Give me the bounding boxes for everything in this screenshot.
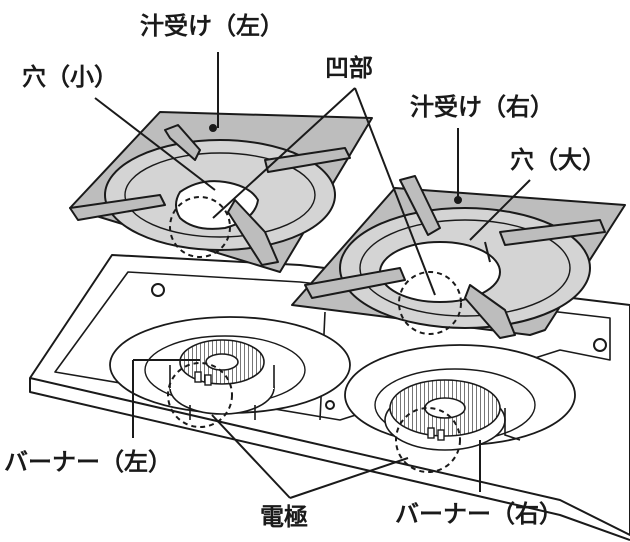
leader-lines [94,52,531,499]
leader-recess-a [212,87,356,219]
drip-tray-right [291,175,626,339]
drip-tray-left [69,111,373,273]
label-hole-small: 穴（小） [22,63,118,91]
label-burner-right: バーナー（右） [395,500,563,528]
dashed-highlights [167,196,462,473]
electrode-right-circle [395,407,461,473]
leader-electrode-b [289,457,409,499]
recess-right-circle [398,271,462,335]
recess-left-circle [169,196,231,258]
electrode-marks [194,371,445,441]
label-drip-tray-left: 汁受け（左） [140,12,284,40]
leader-hole-large [469,179,531,241]
leader-electrode-a [211,414,291,499]
label-hole-large: 穴（大） [510,146,606,174]
leader-hole-small [94,97,216,191]
label-drip-tray-right: 汁受け（右） [410,93,554,121]
burner-right [384,379,521,451]
label-recess: 凹部 [325,54,373,82]
electrode-left-circle [167,362,233,428]
label-electrode: 電極 [260,503,308,531]
label-burner-left: バーナー（左） [4,448,172,476]
leader-recess-b [354,87,436,296]
